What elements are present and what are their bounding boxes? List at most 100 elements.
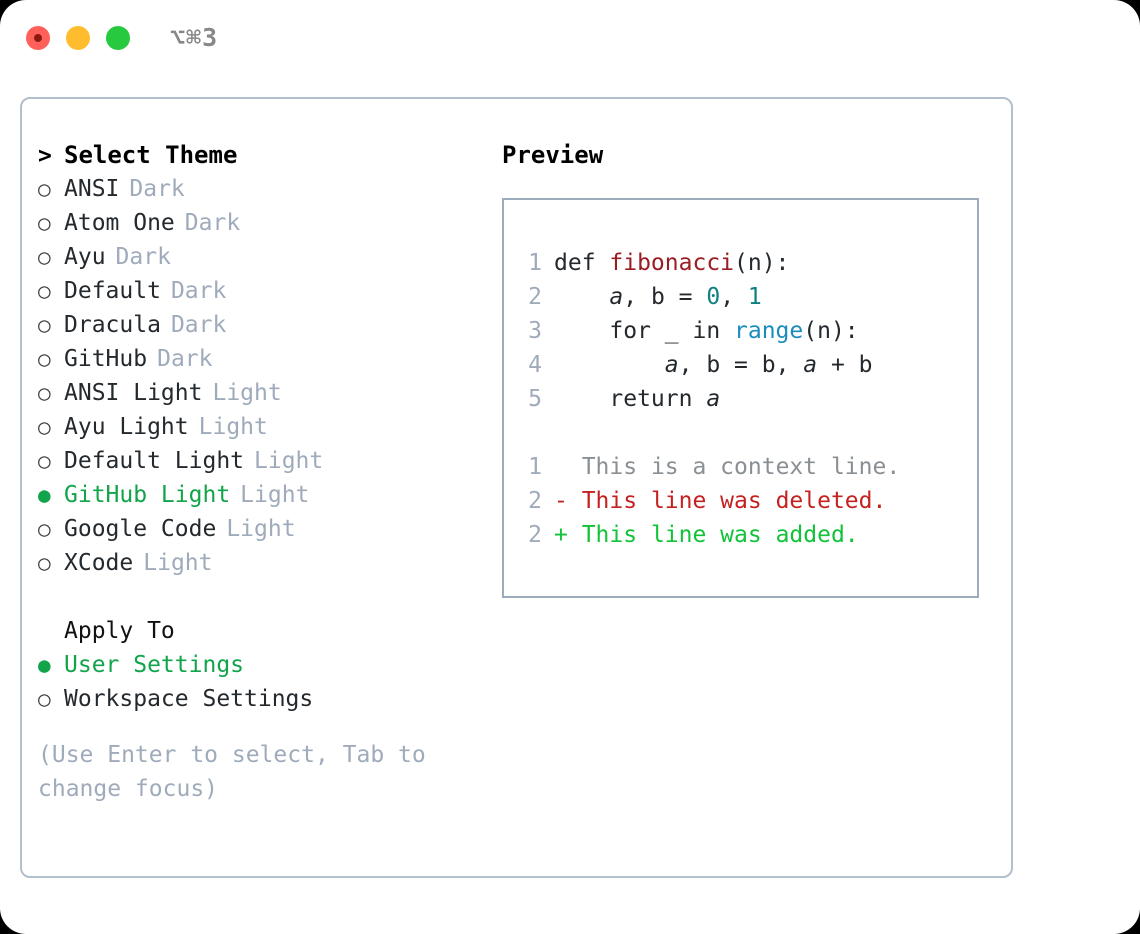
minimize-button-icon[interactable] <box>66 26 90 50</box>
theme-list-item[interactable]: ○ Default Dark <box>38 274 478 308</box>
diff-sign: + <box>554 522 582 548</box>
code-token: def <box>554 250 610 276</box>
theme-name-label: ANSI <box>64 176 120 202</box>
diff-sign: - <box>554 488 582 514</box>
theme-name-label: GitHub Light <box>64 482 231 508</box>
maximize-button-icon[interactable] <box>106 26 130 50</box>
preview-heading: Preview <box>502 141 604 169</box>
code-token: (n): <box>803 318 859 344</box>
code-token: a <box>803 352 818 378</box>
radio-unselected-icon: ○ <box>38 381 51 405</box>
diff-line-text: This line was deleted. <box>581 488 887 514</box>
theme-name-label: Default Light <box>64 448 245 474</box>
apply-to-options: ● User Settings ○ Workspace Settings <box>38 648 478 716</box>
diff-line-text: This line was added. <box>581 522 859 548</box>
radio-selected-icon: ● <box>38 653 51 677</box>
radio-unselected-icon: ○ <box>38 347 51 371</box>
code-token <box>554 352 665 378</box>
theme-name-label: Atom One <box>64 210 175 236</box>
theme-list-item[interactable]: ○ GitHub Dark <box>38 342 478 376</box>
apply-to-marker-placeholder: ○ <box>38 614 64 648</box>
theme-kind-label: Dark <box>170 278 227 304</box>
diff-line: 1 This is a context line. <box>518 450 971 484</box>
diff-line: 2 + This line was added. <box>518 518 971 552</box>
diff-line: 2- This line was deleted. <box>518 484 971 518</box>
code-line-number: 4 <box>528 352 542 378</box>
apply-to-heading: ○Apply To <box>38 614 478 648</box>
code-token: (n): <box>734 250 790 276</box>
select-theme-heading-label: Select Theme <box>64 141 238 169</box>
diff-sign <box>554 454 582 480</box>
theme-kind-label: Dark <box>157 346 213 372</box>
theme-kind-label: Dark <box>184 210 241 236</box>
theme-kind-label: Light <box>240 482 310 508</box>
radio-unselected-icon: ○ <box>38 245 51 269</box>
code-token: , b = b, <box>678 352 804 378</box>
prompt-caret-icon: > <box>38 143 52 169</box>
apply-to-heading-label: Apply To <box>64 618 175 644</box>
code-line: 3 for _ in range(n): <box>518 314 971 348</box>
radio-unselected-icon: ○ <box>38 449 51 473</box>
theme-kind-label: Light <box>143 550 213 576</box>
code-token: fibonacci <box>609 250 735 276</box>
code-blank-line <box>518 416 971 450</box>
keyboard-hint-text: (Use Enter to select, Tab to change focu… <box>38 742 426 802</box>
apply-to-option[interactable]: ○ Workspace Settings <box>38 682 478 716</box>
code-token: a <box>706 386 721 412</box>
theme-name-label: Default <box>64 278 161 304</box>
radio-unselected-icon: ○ <box>38 177 51 201</box>
theme-name-label: GitHub <box>64 346 148 372</box>
code-token: , <box>720 284 748 310</box>
keyboard-shortcut-label: ⌥⌘3 <box>170 23 219 52</box>
diff-line-text: This is a context line. <box>581 454 901 480</box>
theme-kind-label: Dark <box>115 244 171 270</box>
code-token: a <box>664 352 679 378</box>
code-token: return <box>554 386 707 412</box>
theme-name-label: Ayu <box>64 244 106 270</box>
code-token: 0 <box>706 284 721 310</box>
apply-to-option[interactable]: ● User Settings <box>38 648 478 682</box>
code-line-number: 2 <box>528 522 542 548</box>
theme-list-item[interactable]: ○ Google Code Light <box>38 512 478 546</box>
radio-unselected-icon: ○ <box>38 415 51 439</box>
code-line: 2 a, b = 0, 1 <box>518 280 971 314</box>
code-token: , <box>623 284 651 310</box>
theme-name-label: Dracula <box>64 312 161 338</box>
radio-unselected-icon: ○ <box>38 279 51 303</box>
code-token: = <box>664 284 707 310</box>
code-token: for _ in <box>554 318 735 344</box>
code-token <box>554 284 609 310</box>
theme-kind-label: Light <box>198 414 268 440</box>
theme-list-item[interactable]: ○ Default Light Light <box>38 444 478 478</box>
theme-name-label: Google Code <box>64 516 217 542</box>
theme-kind-label: Light <box>226 516 296 542</box>
code-line-number: 1 <box>528 454 542 480</box>
close-button-icon[interactable] <box>26 26 50 50</box>
apply-to-option-label: Workspace Settings <box>64 686 314 712</box>
theme-list-item[interactable]: ○ Ayu Light Light <box>38 410 478 444</box>
theme-list-item[interactable]: ○ Ayu Dark <box>38 240 478 274</box>
radio-unselected-icon: ○ <box>38 551 51 575</box>
code-line-number: 5 <box>528 386 542 412</box>
theme-kind-label: Light <box>254 448 324 474</box>
apply-to-option-label: User Settings <box>64 652 245 678</box>
code-line-number: 2 <box>528 284 542 310</box>
select-theme-heading: > Select Theme <box>38 138 478 172</box>
theme-name-label: ANSI Light <box>64 380 203 406</box>
radio-unselected-icon: ○ <box>38 687 51 711</box>
title-bar: ⌥⌘3 <box>0 0 1140 78</box>
theme-name-label: Ayu Light <box>64 414 189 440</box>
code-line: 4 a, b = b, a + b <box>518 348 971 382</box>
radio-unselected-icon: ○ <box>38 517 51 541</box>
